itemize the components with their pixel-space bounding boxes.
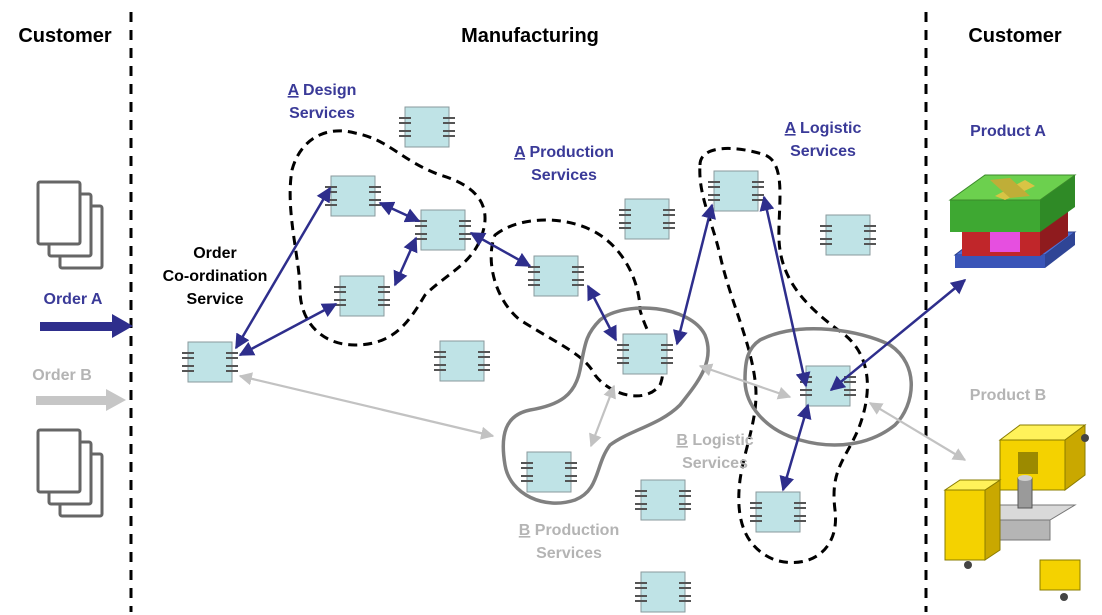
service-component-idle-2	[433, 340, 491, 382]
order-a-label: Order A	[44, 291, 103, 308]
flow-a-coordination-to-design-3	[238, 302, 338, 357]
service-component-idle-1	[398, 106, 456, 148]
coordination-label-line3: Service	[187, 291, 244, 308]
service-component-production-b	[520, 451, 578, 493]
header-customer-left: Customer	[18, 25, 112, 47]
flow-b-production-b-to-shared-production	[589, 384, 616, 448]
order-a-documents-icon	[36, 180, 104, 270]
header-customer-right: Customer	[968, 25, 1062, 47]
logistic-services-a-label-line2: Services	[790, 143, 856, 160]
product-b-mold-image	[943, 424, 1089, 601]
coordination-label-line2: Co-ordination	[163, 268, 268, 285]
design-services-a-label: A Design	[288, 82, 357, 99]
service-component-production-a	[527, 255, 585, 297]
flow-a-design-2-to-design-3	[393, 236, 418, 287]
flow-a-design-2-to-production	[469, 231, 532, 268]
service-component-design-2	[414, 209, 472, 251]
service-component-design-3	[333, 275, 391, 317]
service-component-coordination	[181, 341, 239, 383]
service-component-shared-logistic	[799, 365, 857, 407]
product-b-label: Product B	[970, 387, 1046, 404]
production-services-b-label: B Production	[519, 522, 619, 539]
flow-a-shared-production-to-logistic-1	[673, 203, 716, 346]
production-services-b-label-line2: Services	[536, 545, 602, 562]
coordination-label-line1: Order	[193, 245, 237, 262]
service-component-logistic-a-1	[707, 170, 765, 212]
flow-b-shared-logistic-to-product-b	[868, 402, 967, 461]
service-component-logistic-a-2	[749, 491, 807, 533]
header-manufacturing: Manufacturing	[461, 25, 599, 47]
flow-a-production-to-shared-production	[586, 284, 618, 342]
order-a-arrow	[40, 314, 133, 338]
production-services-a-label: A Production	[514, 144, 614, 161]
design-services-a-boundary	[288, 129, 487, 347]
flow-a-design-1-to-design-2	[378, 201, 421, 223]
service-component-design-1	[324, 175, 382, 217]
flow-a-shared-logistic-to-logistic-2	[779, 403, 812, 492]
product-a-mold-image	[948, 174, 1077, 268]
order-b-documents-icon	[36, 428, 104, 518]
product-a-label: Product A	[970, 123, 1046, 140]
logistic-services-a-label: A Logistic	[785, 120, 862, 137]
production-services-a-boundary	[489, 218, 665, 398]
logistic-services-a-boundary	[698, 146, 869, 565]
order-b-label: Order B	[32, 367, 92, 384]
logistic-services-b-label: B Logistic	[676, 432, 753, 449]
logistic-services-b-label-line2: Services	[682, 455, 748, 472]
flow-b-coordination-to-production-b	[238, 372, 495, 440]
order-b-arrow	[36, 389, 126, 411]
flow-b-shared-production-to-shared-logistic	[698, 363, 792, 400]
service-component-idle-6	[634, 571, 692, 613]
flow-a-logistic-1-to-shared-logistic	[759, 195, 811, 388]
production-services-a-label-line2: Services	[531, 167, 597, 184]
service-component-idle-4	[819, 214, 877, 256]
design-services-a-label-line2: Services	[289, 105, 355, 122]
flow-a-shared-logistic-to-product-a	[829, 279, 967, 391]
service-component-idle-3	[618, 198, 676, 240]
service-component-shared-production	[616, 333, 674, 375]
service-component-idle-5	[634, 479, 692, 521]
